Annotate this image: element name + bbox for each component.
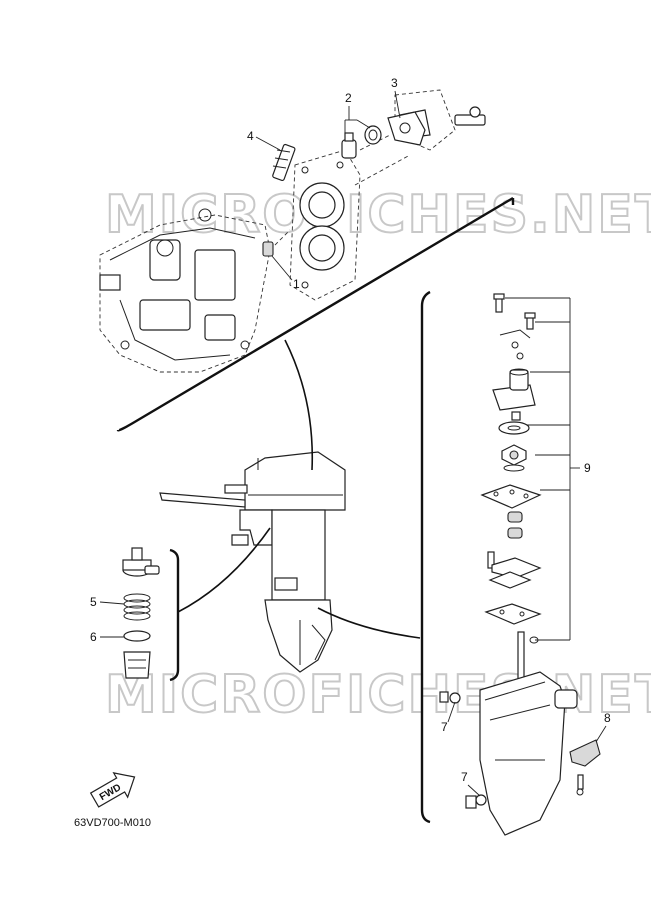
callout-7-upper: 7 — [441, 720, 448, 734]
part-1-anode — [262, 241, 274, 257]
callout-1: 1 — [293, 277, 300, 291]
callout-8: 8 — [604, 711, 611, 725]
callout-5: 5 — [90, 595, 97, 609]
part-strainer-body — [123, 651, 151, 679]
leader-upper-to-motor — [284, 339, 314, 471]
callout-6: 6 — [90, 630, 97, 644]
water-pump-parts — [480, 293, 542, 683]
callout-4: 4 — [247, 129, 254, 143]
callout-7-lower: 7 — [461, 770, 468, 784]
part-5-spring — [123, 593, 151, 621]
watermark-top: MICROFICHES.NET — [105, 185, 651, 245]
group-bracket-9 — [505, 297, 580, 641]
outboard-motor-illustration — [159, 451, 346, 673]
part-2-thermostat — [341, 125, 382, 159]
bracket-upper — [116, 196, 515, 432]
part-3-gasket — [387, 111, 426, 146]
part-4-spark-plug — [272, 143, 296, 182]
leader-left-to-motor — [177, 527, 271, 613]
bracket-left — [169, 548, 180, 682]
callout-9: 9 — [584, 461, 591, 475]
part-6-o-ring — [123, 630, 151, 642]
bracket-right — [420, 290, 431, 824]
fwd-arrow-icon: FWD — [89, 772, 136, 808]
part-8-anode — [569, 739, 601, 796]
leader-right-to-motor — [317, 607, 421, 639]
part-water-strainer-top — [122, 547, 160, 577]
callout-group-upper: 2 3 4 1 — [247, 76, 401, 291]
callout-3: 3 — [391, 76, 398, 90]
diagram-code: 63VD700-M010 — [74, 817, 151, 829]
gearcase-illustration — [439, 671, 578, 836]
callout-2: 2 — [345, 91, 352, 105]
